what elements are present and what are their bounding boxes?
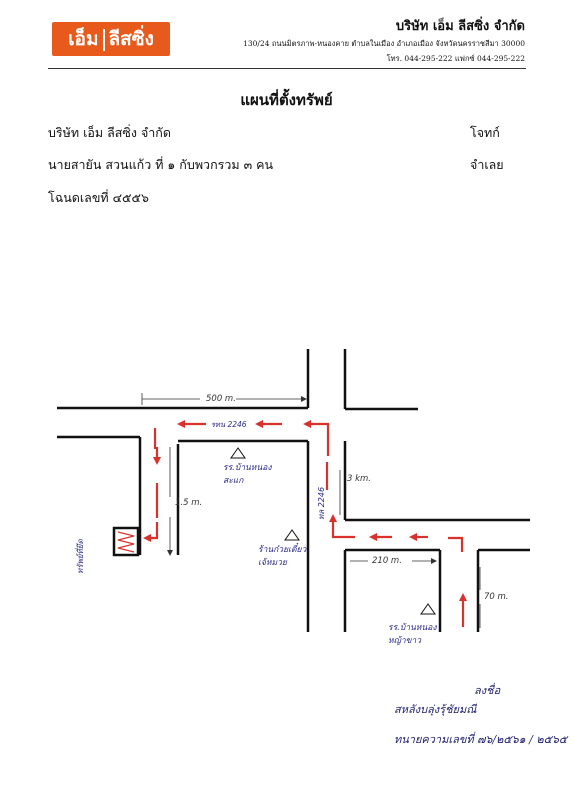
route-arrow-7 bbox=[303, 420, 330, 456]
plaintiff-name: บริษัท เอ็ม ลีสซิ่ง จำกัด bbox=[48, 125, 171, 140]
highway-label: ทล 2246 bbox=[317, 486, 326, 520]
plaintiff-role: โจทก์ bbox=[470, 125, 500, 140]
property-label: ทรัพย์ที่ยึด bbox=[76, 539, 85, 574]
shop-label: ร้านก๋วยเตี๋ยว เจ้หมวย bbox=[258, 545, 307, 568]
property-hatching bbox=[117, 531, 135, 553]
logo-text-1: เอ็ม bbox=[68, 28, 99, 50]
route-arrow-5 bbox=[329, 514, 355, 539]
school2-label: รร.บ้านหนอง หญ้าขาว bbox=[388, 623, 437, 646]
logo-text-2: ลีสซิ่ง bbox=[108, 28, 154, 50]
shop-marker bbox=[284, 529, 300, 541]
distance-3km-label: 3 km. bbox=[347, 474, 372, 484]
route-arrow-13 bbox=[143, 522, 159, 542]
dimension-lines bbox=[141, 393, 481, 628]
company-logo: เอ็ม ลีสซิ่ง bbox=[52, 22, 170, 56]
distance-bottom-label: 210 m. bbox=[372, 556, 402, 566]
defendant-role: จำเลย bbox=[470, 157, 504, 172]
road-label: รทน 2246 bbox=[211, 420, 247, 429]
document-title: แผนที่ตั้งทรัพย์ bbox=[240, 91, 333, 109]
license-number: ทนายความเลขที่ ๗๖/๒๕๖๑ / ๒๕๖๕ bbox=[394, 733, 568, 746]
property-box bbox=[112, 526, 140, 557]
route-arrows bbox=[143, 420, 467, 627]
school1-label: รร.บ้านหนอง สะแก bbox=[223, 463, 272, 486]
school2-marker bbox=[420, 603, 436, 615]
header-divider bbox=[48, 68, 526, 69]
signature-mark: ลงชื่อ bbox=[474, 684, 501, 697]
distance-right-label: 70 m. bbox=[484, 592, 509, 602]
company-address: 130/24 ถนนมิตรภาพ-หนองคาย ตำบลในเมือง อำ… bbox=[243, 39, 525, 48]
road-lines bbox=[57, 349, 530, 632]
route-arrow-2 bbox=[448, 536, 464, 552]
logo-divider bbox=[102, 28, 105, 51]
signer-name: สหลังบลุ่งรุ้ชัยมณี bbox=[394, 703, 477, 716]
distance-left-label: 1.5 m. bbox=[175, 498, 203, 508]
company-name: บริษัท เอ็ม ลีสซิ่ง จำกัด bbox=[395, 19, 525, 34]
deed-number: โฉนดเลขที่ ๔๕๕๖ bbox=[48, 190, 149, 205]
distance-top-label: 500 m. bbox=[206, 394, 236, 404]
company-phone: โทร. 044-295-222 แฟกซ์ 044-295-222 bbox=[386, 54, 525, 63]
defendant-name: นายสายัน สวนแก้ว ที่ ๑ กับพวกรวม ๓ คน bbox=[48, 157, 274, 172]
school1-marker bbox=[230, 447, 246, 459]
